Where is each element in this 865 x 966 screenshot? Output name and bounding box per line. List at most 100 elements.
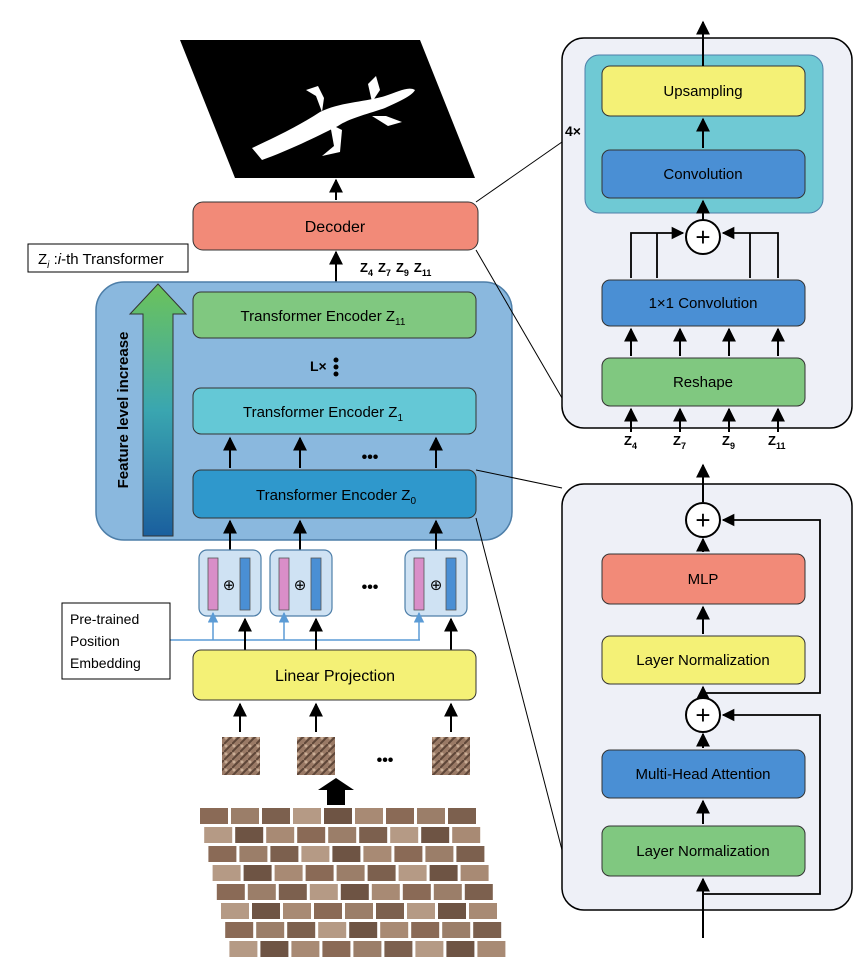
mlp-block xyxy=(601,553,806,605)
encoder-stack: Feature level increase Transformer Encod… xyxy=(95,281,513,541)
grid-patch xyxy=(390,827,419,843)
zoom-line xyxy=(475,517,563,851)
patch-image xyxy=(297,737,335,775)
svg-text:+: + xyxy=(695,505,710,535)
legend-text: Zi :i-th Transformer xyxy=(38,251,164,271)
grid-patch xyxy=(287,922,316,938)
grid-patch xyxy=(442,922,471,938)
reshape-block xyxy=(601,357,806,407)
grid-patch xyxy=(322,941,351,957)
grid-patch xyxy=(262,808,290,824)
grid-patch xyxy=(229,941,258,957)
attention-block xyxy=(601,749,806,799)
grid-patch xyxy=(380,922,409,938)
plus-icon: ⊕ xyxy=(223,577,236,594)
grid-patch xyxy=(204,827,233,843)
patch-ellipsis: ••• xyxy=(377,752,394,769)
grid-patch xyxy=(216,884,245,900)
zoom-line xyxy=(475,469,563,489)
grid-patch xyxy=(425,846,454,862)
svg-text:Pre-trained: Pre-trained xyxy=(70,611,139,627)
grid-patch xyxy=(345,903,373,919)
grid-patch xyxy=(324,808,352,824)
svg-text:Multi-Head Attention: Multi-Head Attention xyxy=(635,766,770,783)
segmentation-output xyxy=(180,40,475,178)
encoder-z11-label: Transformer Encoder Z11 xyxy=(241,308,406,328)
grid-patch xyxy=(417,808,445,824)
reshape-input-z9: Z9 xyxy=(722,433,735,451)
grid-patch xyxy=(452,827,481,843)
plus-icon: ⊕ xyxy=(294,577,307,594)
layer-norm-bottom-block xyxy=(601,825,806,877)
grid-patch xyxy=(371,884,400,900)
position-embedding-box: Pre-trained Position Embedding xyxy=(61,602,171,680)
encoder-ellipsis: ••• xyxy=(362,449,379,466)
feature-level-arrow-icon xyxy=(128,283,188,537)
decoder-block: Decoder xyxy=(192,201,479,251)
grid-patch xyxy=(314,903,342,919)
reshape-input-z11: Z11 xyxy=(768,433,785,451)
add-circle-icon xyxy=(685,219,721,255)
svg-text:Embedding: Embedding xyxy=(70,655,141,671)
token-1: ⊕ xyxy=(198,549,262,617)
grid-patch xyxy=(221,903,249,919)
grid-patch xyxy=(477,941,506,957)
encoder-z11-block xyxy=(192,291,477,339)
grid-patch xyxy=(293,808,321,824)
grid-patch xyxy=(359,827,388,843)
grid-patch xyxy=(398,865,427,881)
image-patches: ••• xyxy=(222,737,470,775)
grid-patch xyxy=(291,941,320,957)
plus-icon: ⊕ xyxy=(430,577,443,594)
conv1x1-block xyxy=(601,279,806,327)
patch-image xyxy=(222,737,260,775)
grid-patch xyxy=(407,903,435,919)
thick-up-arrow-icon xyxy=(318,778,354,805)
grid-patch xyxy=(340,884,369,900)
grid-patch xyxy=(429,865,458,881)
convolution-block xyxy=(601,149,806,199)
grid-patch xyxy=(200,808,228,824)
grid-patch xyxy=(386,808,414,824)
lizard-silhouette-icon xyxy=(252,76,415,160)
reshape-input-z4: Z4 xyxy=(624,433,637,451)
svg-text:Upsampling: Upsampling xyxy=(663,83,742,100)
grid-patch xyxy=(411,922,440,938)
linear-projection-block: Linear Projection xyxy=(192,649,477,701)
encoder-z0-label: Transformer Encoder Z0 xyxy=(256,487,417,507)
grid-patch xyxy=(456,846,485,862)
add-circle-icon xyxy=(685,502,721,538)
patch-grid-image xyxy=(200,808,506,957)
grid-patch xyxy=(247,884,276,900)
svg-text:Reshape: Reshape xyxy=(673,374,733,391)
svg-text:Linear Projection: Linear Projection xyxy=(275,668,395,685)
grid-patch xyxy=(231,808,259,824)
token-n: ⊕ xyxy=(404,549,468,617)
grid-patch xyxy=(367,865,396,881)
grid-patch xyxy=(283,903,311,919)
grid-patch xyxy=(266,827,295,843)
grid-patch xyxy=(239,846,268,862)
grid-patch xyxy=(363,846,392,862)
svg-text:Position: Position xyxy=(70,633,120,649)
legend-box: Zi :i-th Transformer xyxy=(27,243,189,273)
grid-patch xyxy=(274,865,303,881)
grid-patch xyxy=(469,903,497,919)
grid-patch xyxy=(336,865,365,881)
add-circle-icon xyxy=(685,697,721,733)
grid-patch xyxy=(353,941,382,957)
grid-patch xyxy=(235,827,264,843)
grid-patch xyxy=(394,846,423,862)
encoder-detail-panel: + MLP Layer Normalization + Multi-Head A… xyxy=(561,463,853,938)
grid-patch xyxy=(260,941,289,957)
grid-patch xyxy=(212,865,241,881)
grid-patch xyxy=(328,827,357,843)
encoder-z0-block xyxy=(192,469,477,519)
grid-patch xyxy=(376,903,404,919)
svg-text:Layer Normalization: Layer Normalization xyxy=(636,843,769,860)
grid-patch xyxy=(384,941,413,957)
grid-patch xyxy=(301,846,330,862)
vertical-ellipsis-icon xyxy=(333,357,339,377)
svg-text:Layer Normalization: Layer Normalization xyxy=(636,652,769,669)
grid-patch xyxy=(460,865,489,881)
